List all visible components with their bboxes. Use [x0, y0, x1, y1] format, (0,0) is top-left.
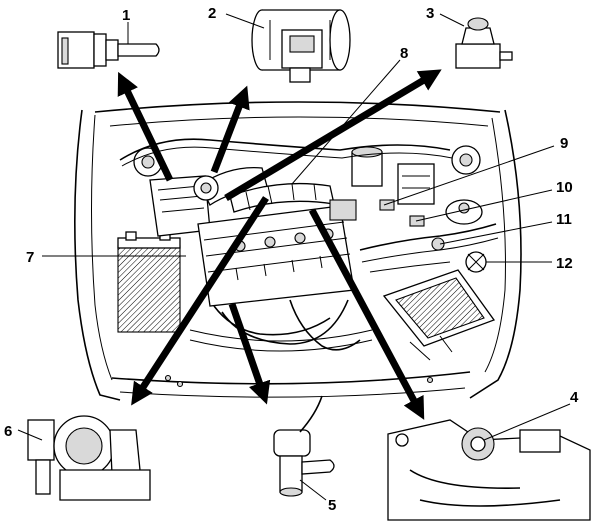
leader-10 — [415, 189, 553, 222]
leader-6 — [17, 429, 43, 441]
body-left-fender-inner — [91, 114, 113, 381]
coolant-tank — [445, 199, 483, 225]
sensor-9-body — [379, 199, 395, 211]
intake-duct — [199, 166, 269, 206]
callout-9: 9 — [560, 135, 568, 152]
engine-block — [197, 205, 355, 307]
leader-2 — [225, 13, 265, 29]
throttle-body-bay — [193, 175, 219, 201]
pointer-arrows — [117, 69, 442, 420]
body-right-fender — [469, 109, 522, 399]
callout-3: 3 — [426, 5, 434, 22]
front-panel — [119, 387, 466, 398]
callout-5: 5 — [328, 497, 336, 514]
part-3-pressure-regulator — [455, 17, 513, 69]
leader-11 — [439, 221, 553, 245]
part-4-assembly — [387, 419, 591, 521]
leader-8 — [291, 59, 401, 185]
front-crossmember — [111, 371, 471, 385]
arrow-to-part-3 — [224, 69, 442, 202]
engine-bay — [74, 101, 522, 401]
callout-1: 1 — [122, 7, 130, 24]
arrow-to-part-5 — [228, 302, 271, 405]
brake-reservoir — [351, 146, 435, 205]
callout-6: 6 — [4, 423, 12, 440]
callout-4: 4 — [570, 389, 579, 406]
arrow-to-part-6 — [131, 196, 269, 406]
battery — [117, 231, 181, 333]
front-bolt-1 — [164, 374, 172, 382]
part-2-airflow-meter — [251, 9, 351, 83]
callout-2: 2 — [208, 5, 216, 22]
part-6-throttle-body — [27, 415, 151, 501]
leader-lines — [17, 13, 571, 501]
arrow-to-part-4 — [308, 208, 425, 420]
sensor-12-cross — [467, 253, 485, 271]
callout-8: 8 — [400, 45, 408, 62]
front-bolt-3 — [426, 376, 434, 384]
wiring-harness-right — [359, 223, 497, 251]
leader-3 — [439, 13, 465, 27]
front-bolt-2 — [176, 380, 184, 388]
sensor-11-body — [431, 237, 445, 251]
body-right-fender-inner — [484, 117, 506, 373]
callout-12: 12 — [556, 255, 573, 272]
leader-4 — [483, 403, 571, 441]
callout-labels: 1 2 3 4 5 6 7 8 9 10 11 12 — [4, 5, 579, 514]
left-strut-tower-cap — [141, 155, 155, 169]
bulkhead-inner — [109, 116, 489, 127]
right-strut-tower-cap — [459, 153, 473, 167]
wiring-harness-top-2 — [121, 146, 453, 167]
callout-11: 11 — [556, 211, 572, 228]
ignition-module — [329, 199, 357, 221]
wiring-harness-top — [119, 138, 451, 161]
callout-10: 10 — [556, 179, 573, 196]
leader-9 — [383, 145, 555, 206]
body-left-fender — [74, 109, 121, 401]
lower-hose — [289, 299, 361, 351]
fuse-box — [382, 269, 496, 361]
arrow-to-part-1 — [117, 71, 174, 182]
callout-7: 7 — [26, 249, 34, 266]
bulkhead — [94, 101, 501, 113]
radiator — [189, 329, 373, 352]
part-1-sensor — [57, 31, 160, 69]
part-5-sensor — [273, 395, 335, 497]
arrow-to-part-2 — [210, 85, 250, 174]
leader-5 — [299, 479, 327, 501]
